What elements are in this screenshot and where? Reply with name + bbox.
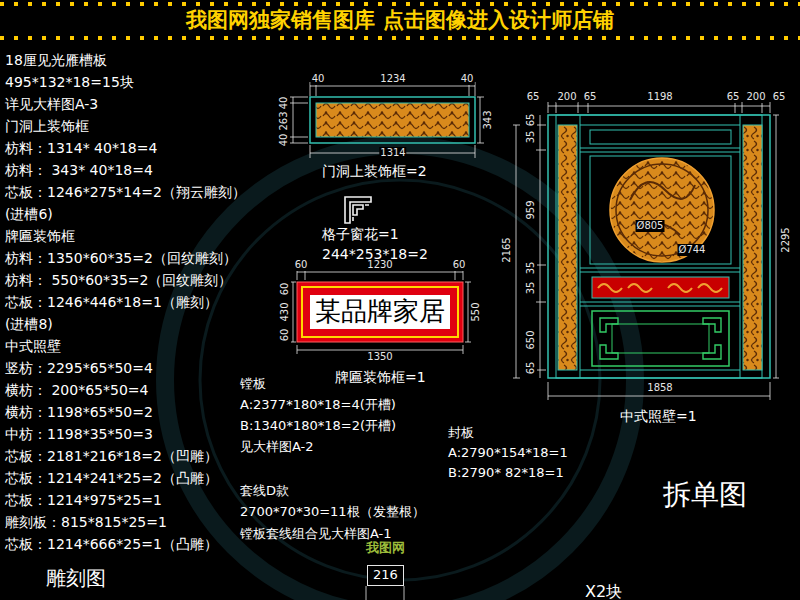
part-list-line: 芯板：1246*275*14=2（翔云雕刻）: [5, 184, 246, 201]
watermark: 我图网: [366, 540, 405, 556]
dimension: 959: [525, 199, 537, 220]
part-list-line: 芯板：1246*446*18=1（雕刻）: [5, 294, 218, 311]
part-label: 格子窗花=1: [322, 226, 399, 243]
signboard-panel: 某品牌家居: [310, 295, 450, 329]
dimension: 35: [525, 261, 537, 276]
note: 套线D款: [240, 483, 289, 499]
dimension: 343: [482, 109, 494, 130]
dimension: 550: [470, 301, 482, 322]
part-list-line: 雕刻板：815*815*25=1: [5, 514, 167, 531]
note: 封板: [448, 425, 474, 441]
part-list-line: 芯板：1214*666*25=1（凸雕）: [5, 536, 218, 553]
part-label: 牌匾装饰框=1: [335, 369, 426, 386]
part-list-line: 枋料：1314* 40*18=4: [5, 140, 157, 157]
part-list-line: 495*132*18=15块: [5, 74, 134, 91]
part-list-line: 芯板：1214*241*25=2（凸雕）: [5, 470, 218, 487]
dimension: 1858: [646, 382, 673, 394]
note: X2块: [585, 582, 622, 600]
dimension: Ø805: [636, 220, 665, 232]
dimension: 1198: [646, 91, 673, 103]
note: 见大样图A-2: [240, 439, 314, 455]
dimension: 1314: [379, 147, 406, 159]
node-text: 某品牌家居: [315, 297, 445, 327]
sheet-title: 拆单图: [663, 478, 747, 512]
dimension: 200: [745, 91, 766, 103]
dimension: 430: [279, 301, 291, 322]
part-list-line: 枋料： 550*60*35=2（回纹雕刻）: [5, 272, 232, 289]
note: 镗板: [240, 376, 266, 392]
part-list-line: 芯板：1214*975*25=1: [5, 492, 162, 509]
part-label: 门洞上装饰框=2: [322, 163, 427, 180]
dimension: 1230: [366, 259, 393, 271]
dimension: 40: [311, 73, 326, 85]
part-list-line: 18厘见光雁槽板: [5, 52, 107, 69]
dimension: 35: [525, 130, 537, 145]
part-list-line: 芯板：2181*216*18=2（凹雕）: [5, 448, 218, 465]
dimension: 40: [278, 96, 290, 111]
part-list-line: 横枋：1198*65*50=2: [5, 404, 153, 421]
dimension: 200: [556, 91, 577, 103]
dimension: 60: [279, 328, 291, 343]
part-list-line: (进槽6): [5, 206, 53, 223]
part-list-line: 详见大样图A-3: [5, 96, 98, 113]
dimension: Ø744: [678, 244, 707, 256]
note: 镗板套线组合见大样图A-1: [240, 526, 392, 542]
dimension: 1234: [379, 73, 406, 85]
dimension: 2295: [780, 226, 792, 253]
dimension: 65: [772, 91, 787, 103]
dimension: 2165: [501, 236, 513, 263]
banner-title: 我图网独家销售图库 点击图像进入设计师店铺: [0, 8, 800, 33]
part-list-line: 中式照壁: [5, 338, 61, 355]
dimension: 65: [583, 91, 598, 103]
node-text: 216: [373, 568, 398, 583]
dimension-box: 216: [367, 565, 404, 586]
part-label: 中式照壁=1: [620, 408, 697, 425]
note: A:2377*180*18=4(开槽): [240, 397, 396, 413]
dimension: 65: [526, 91, 541, 103]
part-list-line: 枋料：1350*60*35=2（回纹雕刻）: [5, 250, 237, 267]
note: 2700*70*30=11根（发整根）: [240, 504, 425, 520]
dimension: 60: [452, 259, 467, 271]
part-list-line: 枋料： 343* 40*18=4: [5, 162, 153, 179]
dimension: 65: [525, 361, 537, 376]
dimension: 35: [525, 281, 537, 296]
dimension: 65: [525, 113, 537, 128]
part-list-line: 牌匾装饰框: [5, 228, 75, 245]
dimension: 65: [726, 91, 741, 103]
dimension: 40: [278, 133, 290, 148]
note: A:2790*154*18=1: [448, 445, 568, 461]
note: B:1340*180*18=2(开槽): [240, 418, 396, 434]
part-list-line: 横枋： 200*65*50=4: [5, 382, 148, 399]
dimension: 60: [279, 282, 291, 297]
dimension: 60: [294, 259, 309, 271]
sheet-title: 雕刻图: [46, 566, 106, 590]
part-list-line: 门洞上装饰框: [5, 118, 89, 135]
note: B:2790* 82*18=1: [448, 465, 564, 481]
dimension: 650: [525, 329, 537, 350]
part-list-line: 竖枋：2295*65*50=4: [5, 360, 153, 377]
dimension: 1350: [366, 351, 393, 363]
dimension: 40: [460, 73, 475, 85]
part-list-line: (进槽8): [5, 316, 53, 333]
dimension: 263: [278, 110, 290, 131]
part-list-line: 中枋：1198*35*50=3: [5, 426, 153, 443]
